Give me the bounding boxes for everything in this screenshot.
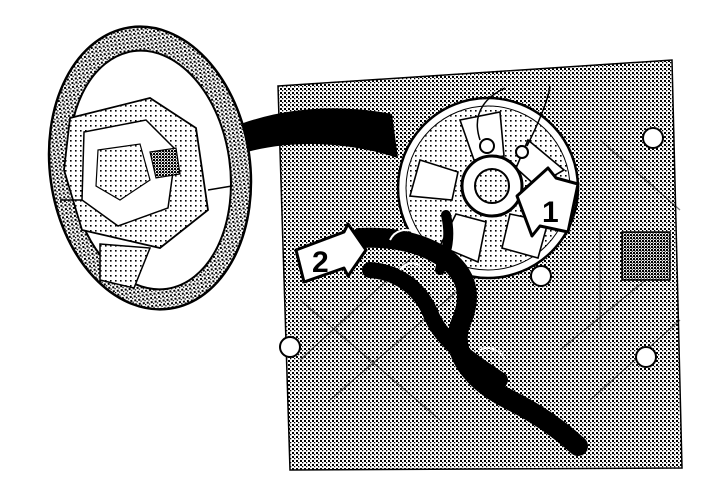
steering-wheel-inset [47, 25, 253, 311]
mounting-hole-left [279, 336, 301, 358]
callout-2: 2 [294, 222, 368, 284]
wiring-harness [350, 210, 588, 456]
mounting-hole-bottom-right [635, 346, 657, 368]
detail-pointer [168, 108, 398, 178]
mounting-holes [279, 127, 664, 368]
callout-1-label: 1 [542, 196, 559, 229]
mounting-hole-top-right [642, 127, 664, 149]
mounting-hole-center [530, 265, 552, 287]
callout-2-label: 2 [312, 246, 329, 279]
callout-1: 1 [515, 166, 580, 238]
